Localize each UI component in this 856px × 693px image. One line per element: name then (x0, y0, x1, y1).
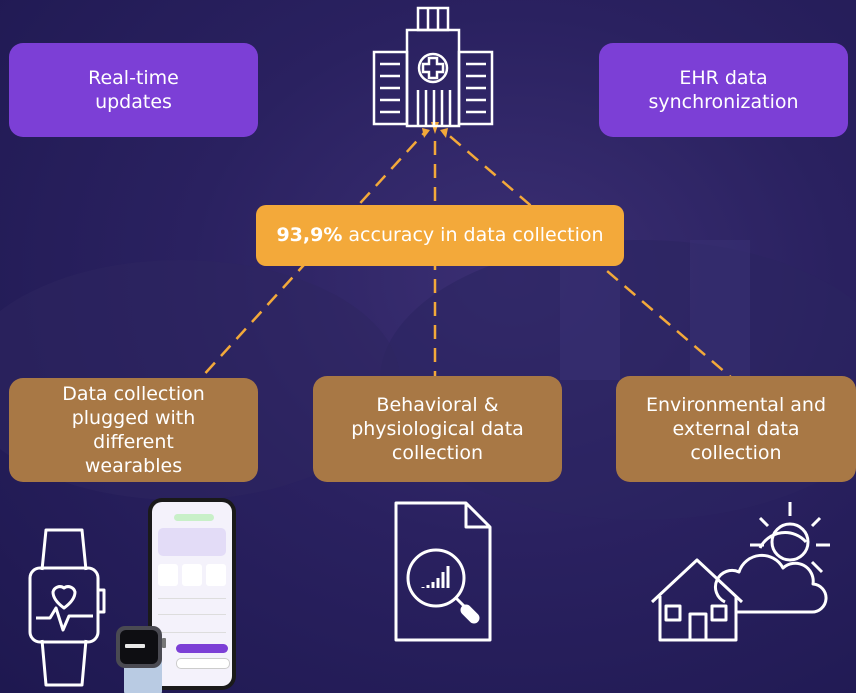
realtime-updates-box: Real-time updates (9, 43, 258, 137)
phone-divider (158, 614, 226, 615)
phone-screen (152, 502, 232, 686)
phone-button (176, 658, 230, 669)
accuracy-label: accuracy in data collection (342, 224, 604, 246)
wristwatch-image (116, 626, 166, 693)
ehr-sync-label: EHR data synchronization (648, 67, 799, 113)
phone-mockup (148, 498, 236, 690)
phone-divider (158, 632, 226, 633)
phone-card (158, 528, 226, 556)
phone-tile (182, 564, 202, 586)
wearables-box: Data collection plugged with different w… (9, 378, 258, 482)
phone-tile (158, 564, 178, 586)
accuracy-value: 93,9% (276, 224, 343, 246)
environmental-box: Environmental and external data collecti… (616, 376, 856, 482)
wearables-label: Data collection plugged with different w… (62, 383, 205, 477)
realtime-updates-label: Real-time updates (88, 67, 179, 113)
ehr-sync-box: EHR data synchronization (599, 43, 848, 137)
phone-divider (158, 598, 226, 599)
phone-tile (206, 564, 226, 586)
accuracy-box: 93,9% accuracy in data collection (256, 205, 624, 266)
behavioral-box: Behavioral & physiological data collecti… (313, 376, 562, 482)
environmental-label: Environmental and external data collecti… (645, 394, 827, 464)
accuracy-text: 93,9% accuracy in data collection (276, 223, 603, 248)
phone-button (176, 644, 228, 653)
phone-status-pill (174, 514, 214, 521)
behavioral-label: Behavioral & physiological data collecti… (351, 394, 524, 464)
